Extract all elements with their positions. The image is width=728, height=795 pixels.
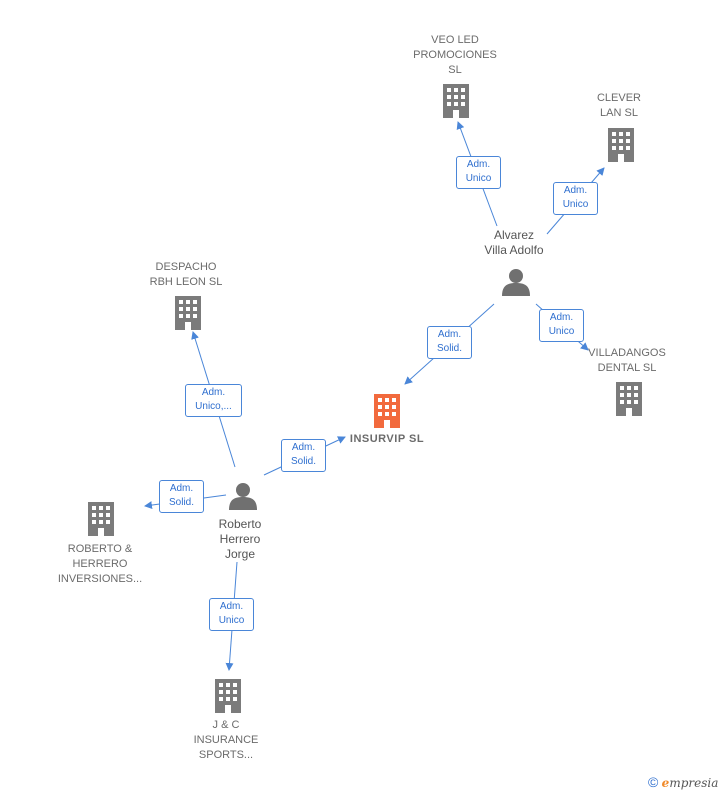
building-icon-veo-led[interactable] bbox=[443, 84, 469, 118]
edge-label-alvarez-veo: Adm. Unico bbox=[456, 156, 501, 189]
footer-brand: © empresia bbox=[648, 774, 718, 790]
building-icon-insurvip[interactable] bbox=[374, 394, 400, 428]
edge-label-roberto-jc: Adm. Unico bbox=[209, 598, 254, 631]
building-icon-roberto-herrero-inversiones[interactable] bbox=[88, 502, 114, 536]
brand-logo: empresia bbox=[661, 776, 719, 790]
node-label-villadangos[interactable]: VILLADANGOS DENTAL SL bbox=[588, 347, 666, 374]
person-icon-alvarez[interactable] bbox=[502, 269, 530, 296]
node-label-despacho[interactable]: DESPACHO RBH LEON SL bbox=[149, 261, 223, 288]
node-label-jc-insurance[interactable]: J & C INSURANCE SPORTS... bbox=[193, 719, 259, 761]
edge-label-alvarez-insurvip: Adm. Solid. bbox=[427, 326, 472, 359]
person-icon-roberto[interactable] bbox=[229, 483, 257, 510]
building-icon-villadangos[interactable] bbox=[616, 382, 642, 416]
node-label-roberto[interactable]: Roberto Herrero Jorge bbox=[218, 517, 262, 561]
building-icon-jc-insurance[interactable] bbox=[215, 679, 241, 713]
node-label-clever-lan[interactable]: CLEVER LAN SL bbox=[596, 92, 642, 119]
node-label-roberto-herrero-inversiones[interactable]: ROBERTO & HERRERO INVERSIONES... bbox=[57, 543, 143, 585]
building-icon-clever-lan[interactable] bbox=[608, 128, 634, 162]
edge-label-roberto-insurvip: Adm. Solid. bbox=[281, 439, 326, 472]
node-label-alvarez[interactable]: Alvarez Villa Adolfo bbox=[484, 228, 544, 257]
building-icon-despacho[interactable] bbox=[175, 296, 201, 330]
node-label-veo-led[interactable]: VEO LED PROMOCIONES SL bbox=[413, 34, 497, 76]
edge-label-alvarez-villadangos: Adm. Unico bbox=[539, 309, 584, 342]
node-label-insurvip[interactable]: INSURVIP SL bbox=[349, 433, 425, 445]
edge-label-roberto-rhinv: Adm. Solid. bbox=[159, 480, 204, 513]
edge-label-roberto-despacho: Adm. Unico,... bbox=[185, 384, 242, 417]
edge-label-alvarez-clever: Adm. Unico bbox=[553, 182, 598, 215]
copyright-icon: © bbox=[648, 774, 659, 790]
